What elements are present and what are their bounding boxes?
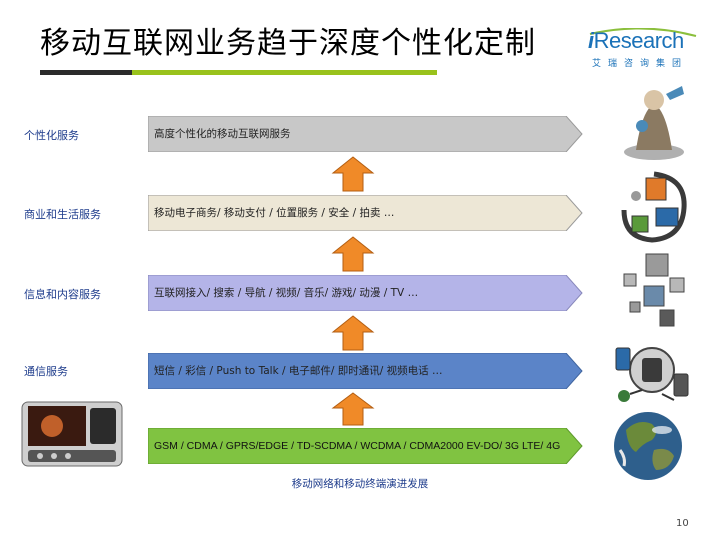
slide-title: 移动互联网业务趋于深度个性化定制 bbox=[40, 26, 536, 61]
layer-label-content: 信息和内容服务 bbox=[24, 288, 101, 301]
mobile-phone-image bbox=[21, 401, 123, 467]
layer-text-network: GSM / CDMA / GPRS/EDGE / TD-SCDMA / WCDM… bbox=[154, 440, 561, 452]
layer-text-communication: 短信 / 彩信 / Push to Talk / 电子邮件/ 即时通讯/ 视频电… bbox=[154, 365, 443, 377]
logo-prefix: i bbox=[588, 28, 594, 53]
up-arrow-icon bbox=[331, 156, 375, 192]
logo-subtitle: 艾瑞咨询集团 bbox=[592, 59, 689, 69]
earth-globe-image bbox=[614, 412, 682, 480]
title-underline-dark bbox=[40, 70, 132, 75]
logo-name: Research bbox=[593, 28, 685, 53]
up-arrow-icon bbox=[331, 392, 375, 426]
diagram-caption: 移动网络和移动终端演进发展 bbox=[291, 478, 429, 490]
communication-devices-icon bbox=[615, 347, 689, 402]
commerce-swirl-icon bbox=[621, 171, 687, 243]
logo-swoosh-icon bbox=[589, 28, 697, 37]
up-arrow-icon bbox=[331, 315, 375, 351]
layer-text-content: 互联网接入/ 搜索 / 导航 / 视频/ 音乐/ 游戏/ 动漫 / TV … bbox=[154, 287, 419, 299]
personal-character-icon bbox=[624, 86, 684, 160]
layer-label-communication: 通信服务 bbox=[24, 365, 68, 378]
layer-label-personal: 个性化服务 bbox=[24, 129, 79, 142]
layer-text-personal: 高度个性化的移动互联网服务 bbox=[154, 128, 291, 140]
up-arrow-icon bbox=[331, 236, 375, 272]
content-blocks-icon bbox=[623, 253, 685, 327]
iresearch-logo: iResearch 艾瑞咨询集团 bbox=[588, 28, 698, 72]
layer-text-commerce: 移动电子商务/ 移动支付 / 位置服务 / 安全 / 拍卖 … bbox=[154, 207, 395, 219]
layer-label-commerce: 商业和生活服务 bbox=[24, 208, 101, 221]
title-underline-green bbox=[132, 70, 437, 75]
page-number: 10 bbox=[676, 518, 689, 529]
